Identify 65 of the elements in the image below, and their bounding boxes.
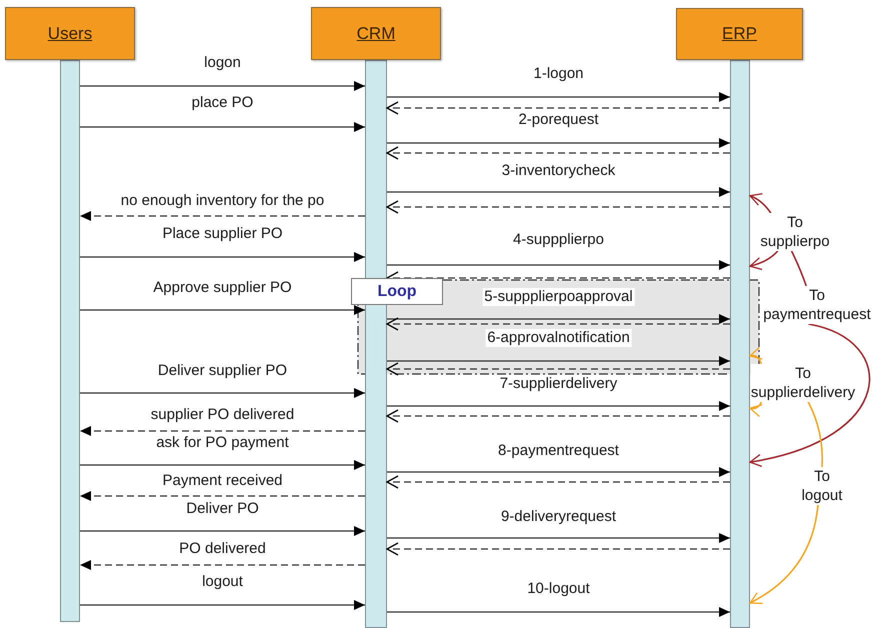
return-arrow bbox=[386, 200, 730, 214]
lifeline-header bbox=[676, 8, 803, 60]
message-arrow bbox=[387, 314, 730, 324]
message-arrow bbox=[387, 607, 730, 617]
message-label: 2-porequest bbox=[516, 111, 601, 129]
message-label: no enough inventory for the po bbox=[118, 192, 326, 210]
return-arrow bbox=[386, 101, 730, 115]
annotation-text: To supplierpo bbox=[760, 213, 830, 251]
message-arrow bbox=[387, 187, 730, 197]
message-arrow bbox=[387, 356, 730, 366]
curved-arrow bbox=[749, 347, 763, 364]
annotation-text: To logout bbox=[802, 467, 842, 505]
return-arrow bbox=[80, 560, 365, 570]
message-label: ask for PO payment bbox=[154, 434, 291, 452]
message-arrow bbox=[387, 260, 730, 270]
message-label: 8-paymentrequest bbox=[496, 442, 621, 460]
return-arrow bbox=[386, 317, 730, 331]
return-arrow bbox=[386, 542, 730, 556]
message-arrow bbox=[80, 122, 365, 132]
message-arrow bbox=[80, 81, 365, 91]
lifeline-title: Users bbox=[48, 22, 92, 45]
return-arrow bbox=[80, 491, 365, 501]
curved-arrow bbox=[749, 194, 772, 214]
message-label: logout bbox=[200, 573, 245, 591]
message-label: 10-logout bbox=[525, 580, 592, 598]
message-label: logon bbox=[202, 54, 243, 72]
message-arrow bbox=[80, 460, 365, 470]
message-arrow bbox=[80, 252, 365, 262]
return-arrow bbox=[80, 426, 365, 436]
message-label: 9-deliveryrequest bbox=[498, 508, 618, 526]
lifeline-header bbox=[311, 7, 441, 60]
return-arrow bbox=[386, 475, 730, 489]
return-arrow bbox=[386, 146, 730, 160]
annotation-text: To paymentrequest bbox=[763, 286, 871, 324]
message-arrow bbox=[80, 600, 365, 610]
lifeline-bar bbox=[730, 60, 750, 628]
message-arrow bbox=[387, 533, 730, 543]
message-label: place PO bbox=[190, 94, 256, 112]
curved-arrow bbox=[749, 402, 763, 417]
message-arrow bbox=[80, 388, 365, 398]
message-label: 4-suppplierpo bbox=[511, 231, 606, 249]
lifeline-title: ERP bbox=[722, 23, 757, 46]
message-label: 5-suppplierpoapproval bbox=[482, 288, 635, 306]
message-label: 6-approvalnotification bbox=[485, 329, 632, 347]
curved-arrow bbox=[749, 323, 870, 466]
lifeline-header bbox=[5, 7, 135, 60]
return-arrow bbox=[386, 362, 730, 376]
curved-arrow bbox=[749, 504, 819, 604]
message-arrow bbox=[80, 526, 365, 536]
message-arrow bbox=[387, 138, 730, 148]
lifeline-bar bbox=[60, 60, 80, 622]
message-label: Approve supplier PO bbox=[151, 279, 294, 297]
message-arrow bbox=[387, 467, 730, 477]
message-label: 3-inventorycheck bbox=[500, 162, 618, 180]
loop-tag: Loop bbox=[351, 278, 443, 305]
message-arrow bbox=[387, 401, 730, 411]
lifeline-title: CRM bbox=[356, 22, 396, 45]
return-arrow bbox=[386, 409, 730, 423]
message-label: 7-supplierdelivery bbox=[498, 375, 620, 393]
annotation-text: To supplierdelivery bbox=[750, 364, 856, 402]
message-arrow bbox=[80, 305, 365, 315]
message-label: supplier PO delivered bbox=[148, 406, 296, 424]
message-arrow bbox=[387, 92, 730, 102]
curved-arrow bbox=[749, 250, 778, 270]
return-arrow bbox=[80, 211, 365, 221]
